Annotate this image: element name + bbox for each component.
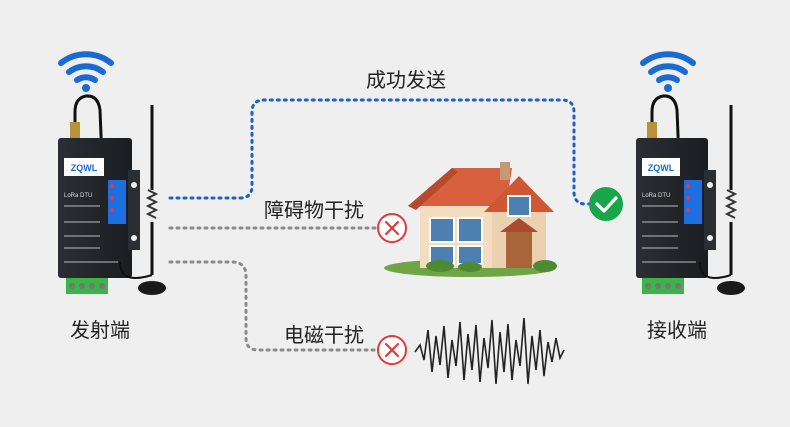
sender-model: LoRa DTU — [64, 193, 92, 199]
wifi-icon — [58, 51, 114, 92]
em-interference-label: 电磁干扰 — [284, 323, 364, 347]
sender-device: ZQWL LoRa DTU — [58, 51, 166, 295]
em-path — [168, 260, 380, 352]
success-path — [168, 98, 594, 206]
obstacle-label: 障碍物干扰 — [264, 198, 364, 222]
sender-brand: ZQWL — [71, 163, 98, 173]
receiver-device: ZQWL LoRa DTU — [636, 51, 745, 295]
receiver-label: 接收端 — [647, 318, 707, 342]
house-illustration — [384, 162, 557, 277]
receiver-model: LoRa DTU — [642, 193, 670, 199]
sender-label: 发射端 — [70, 318, 130, 342]
success-check-icon — [589, 187, 623, 221]
fail-icon — [377, 213, 407, 243]
wifi-icon — [640, 51, 696, 92]
receiver-brand: ZQWL — [648, 163, 675, 173]
success-label: 成功发送 — [366, 68, 446, 92]
fail-icon — [377, 335, 407, 365]
em-noise-waveform — [414, 317, 565, 385]
